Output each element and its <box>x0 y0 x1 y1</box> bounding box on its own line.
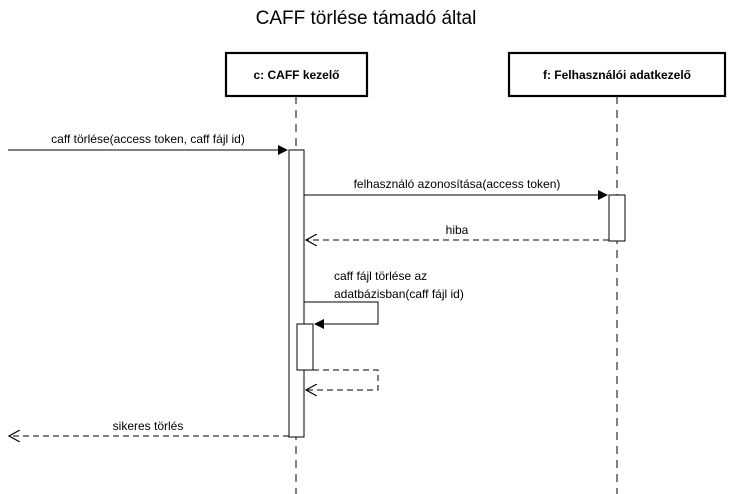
message-sikeres-torles-label: sikeres törlés <box>113 419 184 433</box>
activation-user <box>608 194 626 242</box>
message-hiba: hiba <box>306 223 609 240</box>
message-felhasznalo-azonositasa: felhasználó azonosítása(access token) <box>304 177 608 200</box>
participant-caff-label: c: CAFF kezelő <box>253 68 339 82</box>
message-felhasznalo-azonositasa-label: felhasználó azonosítása(access token) <box>354 177 561 191</box>
message-caff-fajl-torlese-label-line1: caff fájl törlése az <box>334 269 427 283</box>
message-sikeres-torles: sikeres törlés <box>9 419 289 436</box>
participant-user[interactable]: f: Felhasználói adatkezelő <box>507 51 727 98</box>
message-caff-fajl-torlese: caff fájl törlése az adatbázisban(caff f… <box>304 269 464 329</box>
message-caff-torlese-label: caff törlése(access token, caff fájl id) <box>51 132 245 146</box>
activation-caff-nested <box>296 323 314 371</box>
diagram-title: CAFF törlése támadó által <box>256 8 477 29</box>
message-hiba-label: hiba <box>446 223 469 237</box>
participant-caff[interactable]: c: CAFF kezelő <box>224 51 369 98</box>
participant-user-label: f: Felhasználói adatkezelő <box>543 68 691 82</box>
activation-caff-main <box>288 149 305 438</box>
message-caff-fajl-torlese-label-line2: adatbázisban(caff fájl id) <box>334 287 464 301</box>
message-self-return <box>306 369 379 390</box>
message-caff-torlese: caff törlése(access token, caff fájl id) <box>8 132 288 155</box>
